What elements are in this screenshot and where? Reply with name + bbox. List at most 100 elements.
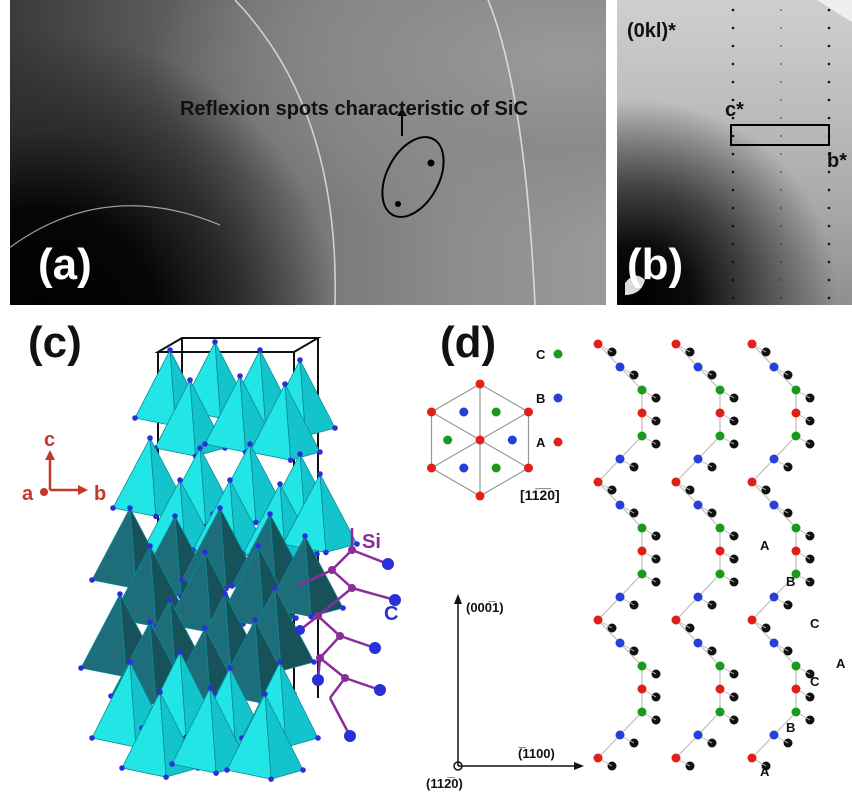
axis-label-c-star: c* [725,99,744,121]
lattice-dot [780,297,782,299]
atom-a [671,477,681,487]
atom-a [747,615,757,625]
atom-b [615,730,625,740]
atom-a [671,753,681,763]
vertex-atom [247,441,253,447]
arrow-up-icon [397,108,407,116]
tetrahedron-face [284,383,321,461]
vertex-atom [202,625,208,631]
atom-c [715,523,725,533]
atom-b [693,362,703,372]
vertex-atom [227,665,233,671]
atom-c [791,707,801,717]
lattice-dot [780,9,782,11]
vertex-atom [197,445,203,451]
lattice-dot [731,152,735,156]
atom-c [715,431,725,441]
vertex-atom [147,543,153,549]
stacking-chain [671,339,739,771]
axis-label-1120: (112̅0) [426,776,463,791]
lattice-dot [827,152,831,156]
atom-c [791,523,801,533]
annotation-text: Reflexion spots characteristic of SiC [180,98,528,120]
atom-b [769,730,779,740]
panel-label-a: (a) [38,240,92,289]
lattice-dot [827,170,831,174]
atom-c [443,435,453,445]
atom-label-c: C [384,603,398,625]
reflexion-spot [395,201,401,207]
axis-label-b-star: b* [827,150,847,172]
vertex-atom [217,505,223,511]
atom-a [637,546,647,556]
lattice-dot [827,224,831,228]
lattice-dot [780,261,782,263]
atom-a [791,546,801,556]
stacking-label: B [786,574,795,589]
vertex-atom [268,776,274,782]
atom-c [791,661,801,671]
atom-b [769,638,779,648]
vertex-atom [267,511,273,517]
carbon-atoms [295,558,401,742]
atom-a [427,463,437,473]
vertex-atom [177,649,183,655]
lattice-dot [780,117,782,119]
tetrahedron [112,436,157,517]
vertex-atom [177,477,183,483]
vertex-atom [332,425,338,431]
lattice-dot [827,206,831,210]
atom-c [791,569,801,579]
atom-b [507,435,517,445]
atom-a [475,435,485,445]
tetrahedron-face [264,693,304,780]
axis-label-c: c [44,429,55,451]
atom-a [593,477,603,487]
lattice-dot [780,189,782,191]
vertex-atom [169,761,175,767]
atom-b [693,500,703,510]
tetrahedron [134,348,177,427]
atom-b [769,592,779,602]
lattice-dot [827,278,831,282]
tetrahedron-face [299,359,336,437]
vertex-atom [253,519,259,526]
spot-ellipse [381,136,445,218]
atom-c [715,707,725,717]
tetrahedron-face [274,587,315,672]
lattice-dot [780,171,782,173]
atom-b [693,730,703,740]
vertex-atom [89,735,95,741]
atom-c [637,569,647,579]
lattice-dot [827,188,831,192]
reflexion-spot [427,159,435,167]
atom-label-si: Si [362,531,381,553]
vertex-atom [317,471,323,477]
atom-b [615,638,625,648]
atom-b [693,454,703,464]
vertex-atom [202,549,208,555]
atom-a [523,463,533,473]
lattice-dot [780,207,782,209]
atom-a [593,339,603,349]
lattice-dot [827,44,831,48]
lattice-dot [731,224,735,228]
atom-b [769,454,779,464]
lattice-dot [731,44,735,48]
atom-a [715,684,725,694]
vertex-atom [340,605,346,611]
vertex-atom [167,347,173,353]
atom-a [747,753,757,763]
vertex-atom [272,585,278,591]
legend-label: C [536,347,546,362]
vertex-atom [187,377,193,383]
vertex-atom [157,689,163,695]
lattice-dot [780,135,782,137]
lattice-dot [731,260,735,264]
lattice-dot [780,27,782,29]
lattice-dot [780,45,782,47]
atom-a [593,615,603,625]
atom-a [671,339,681,349]
vertex-atom [127,659,133,665]
lattice-dot [780,225,782,227]
